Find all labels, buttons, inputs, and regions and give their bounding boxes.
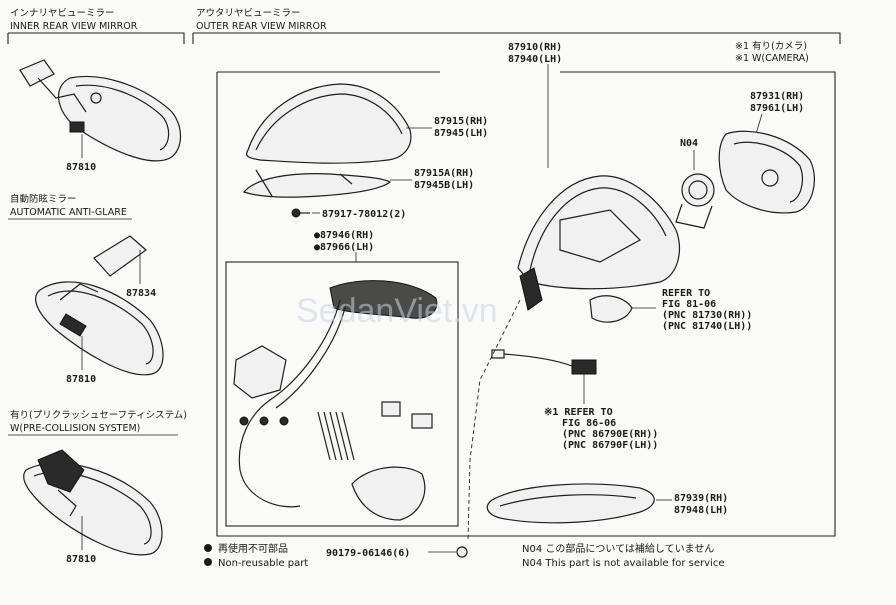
outer-mirror-header-en: OUTER REAR VIEW MIRROR <box>196 21 327 32</box>
camera-unit-drawing <box>675 173 715 229</box>
lower-cover-drawing <box>242 169 392 198</box>
part-87810-b-label: 87810 <box>66 374 96 385</box>
garnish-drawing <box>486 483 655 524</box>
pre-collision-mirror-drawing <box>23 449 163 556</box>
pre-collision-header-en: W(PRE-COLLISION SYSTEM) <box>10 423 140 434</box>
legend-dot-en <box>204 558 212 566</box>
screw-87917-drawing <box>291 208 310 218</box>
part-87931-label: 87931(RH) <box>750 91 804 102</box>
part-87940-label: 87940(LH) <box>508 54 562 65</box>
pre-collision-header-jp: 有り(プリクラッシュセーフティシステム) <box>10 409 187 421</box>
part-87810-c-label: 87810 <box>66 554 96 565</box>
part-87945b-label: 87945B(LH) <box>414 180 474 191</box>
camera-note-jp: ※1 有り(カメラ) <box>735 40 807 52</box>
part-87915-label: 87915(RH) <box>434 116 488 127</box>
screw-90179-drawing <box>456 546 468 558</box>
part-87961-label: 87961(LH) <box>750 103 804 114</box>
inner-mirror-drawing <box>19 59 182 162</box>
part-87946-label: ●87946(RH) <box>314 230 374 241</box>
outer-header-bracket <box>192 32 841 44</box>
auto-glare-header-en: AUTOMATIC ANTI-GLARE <box>10 207 127 218</box>
watermark: SedanViet.vn <box>296 292 498 330</box>
turn-signal-drawing <box>589 295 633 323</box>
mirror-glass-drawing <box>718 130 815 214</box>
ref-86-06-line1: ※1 REFER TO <box>544 407 613 418</box>
part-90179-label: 90179-06146(6) <box>326 548 410 559</box>
part-87939-label: 87939(RH) <box>674 493 728 504</box>
ref-86-06-line2: FIG 86-06 <box>562 418 616 429</box>
inner-mirror-header-en: INNER REAR VIEW MIRROR <box>10 21 138 32</box>
camera-cable-drawing <box>491 349 597 375</box>
dashed-leader-90179 <box>467 299 521 541</box>
camera-note-en: ※1 W(CAMERA) <box>735 53 809 64</box>
ref-81-06-line2: FIG 81-06 <box>662 299 716 310</box>
leader-87931 <box>755 113 763 135</box>
part-87910-label: 87910(RH) <box>508 42 562 53</box>
inner-header-bracket <box>7 32 185 44</box>
n04-label: N04 <box>680 138 698 149</box>
wiring-harness-drawing <box>233 280 438 521</box>
mirror-body-drawing <box>517 175 681 311</box>
ref-81-06-line3: (PNC 81730(RH)) <box>662 310 752 321</box>
wiring-subassembly-frame <box>225 261 459 527</box>
part-87966-label: ●87966(LH) <box>314 242 374 253</box>
part-87915a-label: 87915A(RH) <box>414 168 474 179</box>
ref-81-06-line1: REFER TO <box>662 288 710 299</box>
part-87948-label: 87948(LH) <box>674 505 728 516</box>
ref-86-06-line4: (PNC 86790F(LH)) <box>562 440 658 451</box>
part-87945-label: 87945(LH) <box>434 128 488 139</box>
legend-dot-jp <box>204 544 212 552</box>
auto-glare-header-jp: 自動防眩ミラー <box>10 193 77 205</box>
inner-mirror-header-jp: インナリヤビューミラー <box>10 8 115 19</box>
mirror-cover-drawing <box>245 83 412 164</box>
outer-mirror-frame <box>216 71 836 537</box>
part-87834-label: 87834 <box>126 288 156 299</box>
ref-81-06-line4: (PNC 81740(LH)) <box>662 321 752 332</box>
legend-nonreuse-jp: 再使用不可部品 <box>218 542 288 555</box>
ref-86-06-line3: (PNC 86790E(RH)) <box>562 429 658 440</box>
outer-mirror-header-jp: アウタリヤビューミラー <box>196 8 301 19</box>
part-87917-label: 87917-78012(2) <box>322 209 406 220</box>
legend-n04-jp: N04 この部品については補給していません <box>522 542 714 555</box>
legend-n04-en: N04 This part is not available for servi… <box>522 558 724 569</box>
legend-nonreuse-en: Non-reusable part <box>218 558 308 569</box>
part-87810-a-label: 87810 <box>66 162 96 173</box>
anti-glare-mirror-drawing <box>35 235 164 376</box>
